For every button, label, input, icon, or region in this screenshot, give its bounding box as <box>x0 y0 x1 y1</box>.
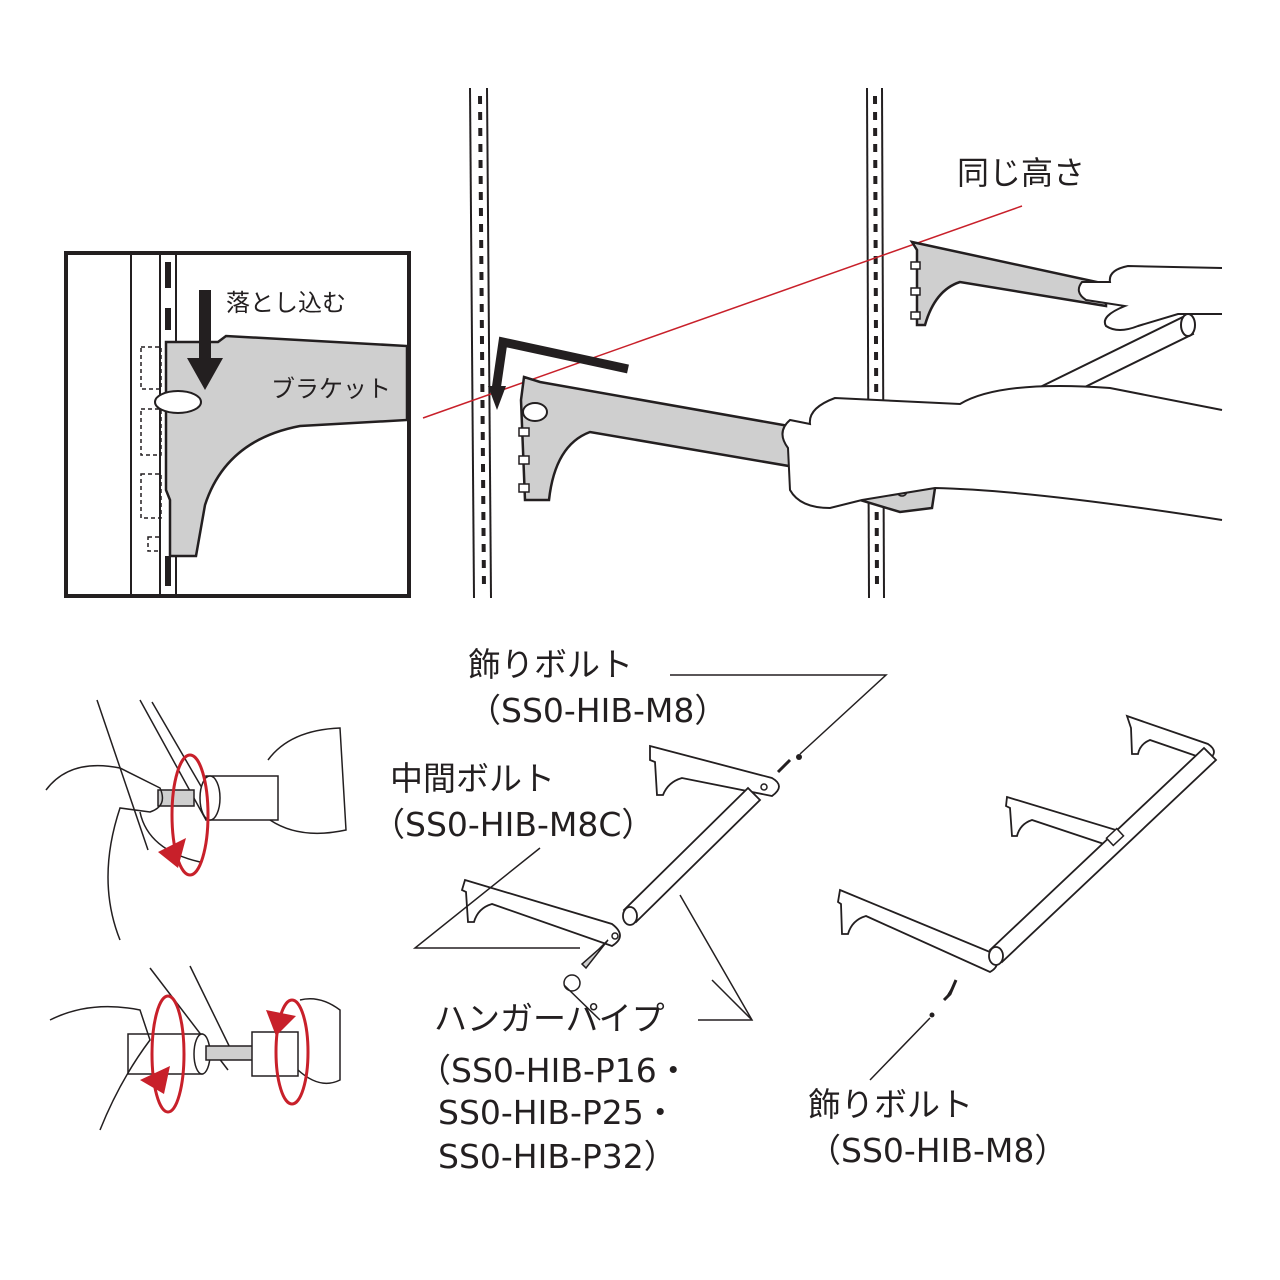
near-hand <box>781 385 1223 521</box>
middle-bolt-code: （SS0-HIB-M8C） <box>372 805 654 844</box>
rail-slots <box>165 262 171 586</box>
hanger-pipe-code-2: SS0-HIB-P25・ <box>438 1093 677 1132</box>
hanger-pipe-code-3: SS0-HIB-P32） <box>438 1137 677 1176</box>
rotation-arrowhead-right-icon <box>266 1010 296 1036</box>
rotation-arrow-right-icon <box>274 998 310 1106</box>
hanger-pipe-name: ハンガーパイプ <box>434 999 665 1038</box>
hanger-pipe-code-1: （SS0-HIB-P16・ <box>418 1051 690 1090</box>
hidden-slots <box>140 346 162 552</box>
bracket-label: ブラケット <box>271 375 391 403</box>
deco-bolt-bottom-code: （SS0-HIB-M8） <box>808 1131 1067 1170</box>
drop-in-arrow-icon <box>187 290 223 390</box>
insert-direction-arrow-icon <box>488 336 629 410</box>
bolt-tighten-step-2 <box>49 965 341 1131</box>
deco-bolt-bottom-name: 飾りボルト <box>808 1085 973 1124</box>
rotation-arrow-left-icon <box>150 994 186 1114</box>
deco-bolt-top-code: （SS0-HIB-M8） <box>468 691 727 730</box>
same-height-label: 同じ高さ <box>957 154 1085 192</box>
drop-in-label: 落とし込む <box>226 289 346 317</box>
middle-bolt-name: 中間ボルト <box>390 759 555 798</box>
rotation-arrowhead-left-icon <box>140 1066 170 1094</box>
wall-rails <box>469 87 885 599</box>
exploded-assembly <box>412 674 888 1021</box>
bracket-hook-hole <box>154 390 202 414</box>
left-rail <box>469 87 492 599</box>
far-bracket <box>909 240 1108 327</box>
right-rail <box>866 87 885 599</box>
rotation-arrowhead-icon <box>158 838 186 868</box>
detail-inset: 落とし込む ブラケット <box>64 251 411 598</box>
completed-assembly <box>837 714 1218 1081</box>
deco-bolt-top-name: 飾りボルト <box>468 645 633 684</box>
rotation-arrow-icon <box>170 753 210 877</box>
same-height-guide-line <box>422 205 1023 419</box>
bracket-detail <box>164 334 409 558</box>
far-hand <box>1077 264 1223 331</box>
bolt-tighten-step-1 <box>45 699 347 941</box>
